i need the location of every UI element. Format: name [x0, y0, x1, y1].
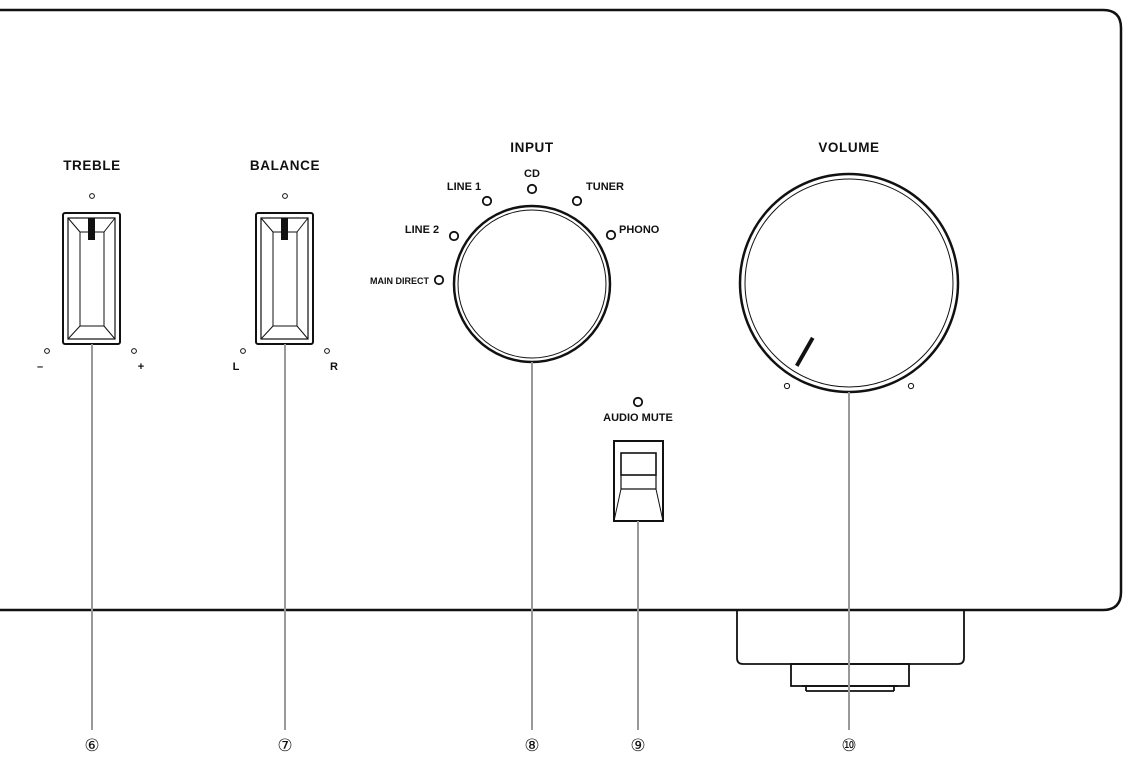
volume-knob[interactable] [738, 172, 960, 394]
audio-mute-indicator [632, 396, 644, 408]
callout-7: ⑦ [277, 736, 292, 755]
volume-control: VOLUME ⑩ [738, 140, 960, 755]
balance-right-label: R [330, 361, 338, 373]
input-position-phono: PHONO [619, 224, 660, 236]
panel-foot [736, 610, 965, 692]
audio-mute-control: AUDIO MUTE ⑨ [603, 396, 673, 755]
treble-title: TREBLE [63, 158, 121, 173]
input-position-line-1: LINE 1 [447, 181, 481, 193]
audio-mute-switch[interactable] [613, 440, 664, 522]
input-position-main-direct: MAIN DIRECT [370, 276, 429, 286]
audio-mute-label: AUDIO MUTE [603, 412, 673, 424]
input-position-line-2: LINE 2 [405, 224, 439, 236]
balance-control: BALANCE L R ⑦ [233, 158, 338, 755]
input-selector: INPUT MAIN DIRECT LINE 2 LINE 1 CD TUNER… [370, 140, 660, 755]
balance-slider-knob[interactable] [255, 212, 314, 345]
input-position-cd: CD [524, 168, 540, 180]
input-position-tuner: TUNER [586, 181, 624, 193]
indicator-tuner [571, 195, 583, 207]
treble-slider-knob[interactable] [62, 212, 121, 345]
input-selector-knob[interactable] [452, 204, 612, 364]
indicator-phono [605, 229, 617, 241]
callout-8: ⑧ [524, 736, 539, 755]
treble-control: TREBLE – + ⑥ [37, 158, 144, 755]
callout-9: ⑨ [630, 736, 645, 755]
callout-6: ⑥ [84, 736, 99, 755]
balance-left-label: L [233, 361, 240, 373]
volume-title: VOLUME [818, 140, 879, 155]
panel-outline [0, 8, 1123, 612]
input-title: INPUT [510, 140, 554, 155]
indicator-line-1 [481, 195, 493, 207]
indicator-main-direct [433, 274, 445, 286]
indicator-line-2 [448, 230, 460, 242]
callout-10: ⑩ [841, 736, 856, 755]
treble-plus-label: + [138, 361, 144, 373]
treble-minus-label: – [37, 361, 43, 373]
indicator-cd [526, 183, 538, 195]
balance-title: BALANCE [250, 158, 320, 173]
